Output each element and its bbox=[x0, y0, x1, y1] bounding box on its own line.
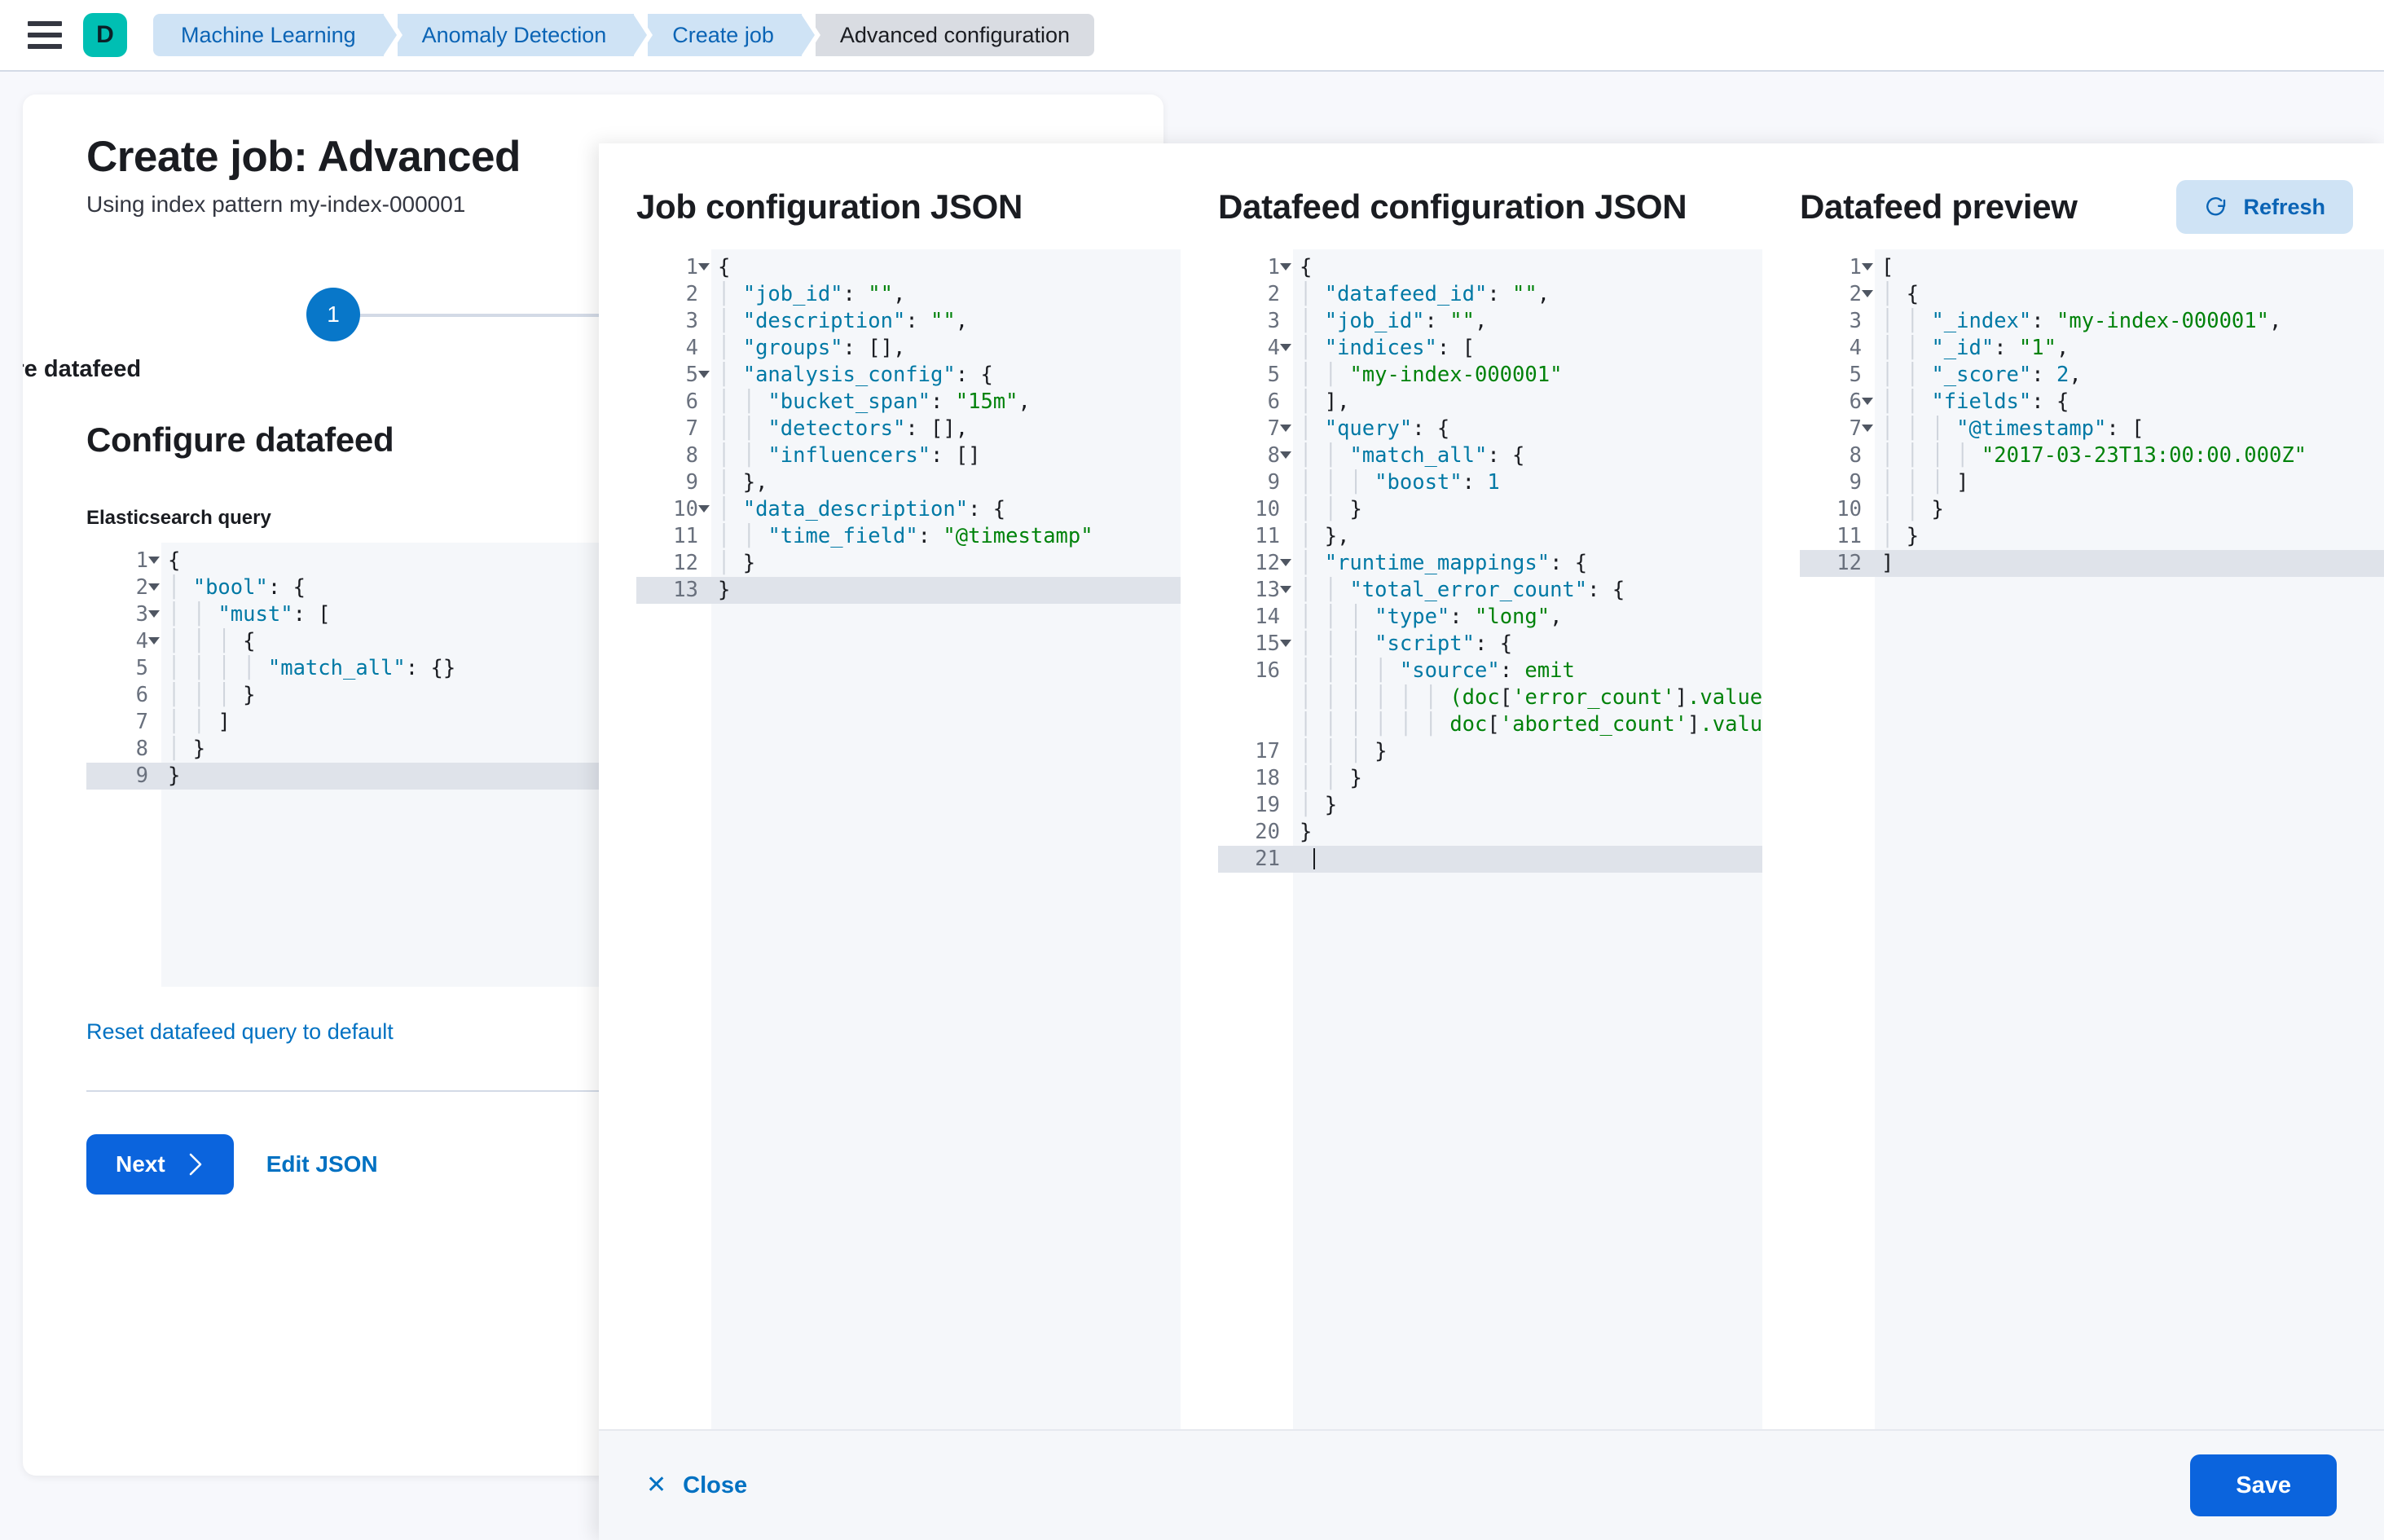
refresh-button[interactable]: Refresh bbox=[2176, 180, 2353, 234]
top-navigation-bar: D Machine Learning Anomaly Detection Cre… bbox=[0, 0, 2384, 72]
datafeed-configuration-json-title: Datafeed configuration JSON bbox=[1218, 187, 1687, 226]
editor-code-area[interactable]: {│ "datafeed_id": "",│ "job_id": "",│ "i… bbox=[1293, 249, 1762, 1429]
divider bbox=[86, 1090, 1100, 1092]
page-title: Create job: Advanced bbox=[86, 133, 521, 181]
save-button[interactable]: Save bbox=[2190, 1454, 2337, 1516]
breadcrumb-item-anomaly-detection[interactable]: Anomaly Detection bbox=[397, 14, 653, 56]
close-button-label: Close bbox=[683, 1472, 748, 1498]
page-body: Create job: Advanced Using index pattern… bbox=[0, 72, 2384, 1540]
space-avatar-logo[interactable]: D bbox=[83, 13, 127, 57]
edit-json-button[interactable]: Edit JSON bbox=[266, 1151, 378, 1177]
breadcrumb-item-create-job[interactable]: Create job bbox=[648, 14, 820, 56]
breadcrumb-item-machine-learning[interactable]: Machine Learning bbox=[153, 14, 402, 56]
editor-code-area[interactable]: {│ "job_id": "",│ "description": "",│ "g… bbox=[711, 249, 1181, 1429]
next-button[interactable]: Next bbox=[86, 1134, 234, 1195]
wizard-button-row: Next Edit JSON bbox=[86, 1134, 1100, 1195]
reset-datafeed-query-link[interactable]: Reset datafeed query to default bbox=[86, 1019, 394, 1044]
chevron-right-icon bbox=[189, 1153, 202, 1176]
breadcrumb-item-advanced-configuration[interactable]: Advanced configuration bbox=[815, 14, 1095, 56]
hamburger-menu-icon[interactable] bbox=[28, 21, 62, 49]
flyout-footer: ✕ Close Save bbox=[599, 1429, 2384, 1540]
close-x-icon: ✕ bbox=[646, 1472, 667, 1498]
job-configuration-json-title: Job configuration JSON bbox=[636, 187, 1023, 226]
page-subtitle: Using index pattern my-index-000001 bbox=[86, 191, 466, 217]
close-button[interactable]: ✕ Close bbox=[646, 1472, 747, 1499]
section-title-configure-datafeed: Configure datafeed bbox=[86, 420, 394, 459]
refresh-icon bbox=[2206, 197, 2226, 216]
breadcrumb: Machine Learning Anomaly Detection Creat… bbox=[153, 14, 1095, 56]
datafeed-preview-title: Datafeed preview bbox=[1800, 187, 2078, 226]
datafeed-configuration-json-header: Datafeed configuration JSON bbox=[1181, 173, 1762, 241]
elasticsearch-query-label: Elasticsearch query bbox=[86, 507, 271, 529]
editor-code-area[interactable]: [│ {│ │ "_index": "my-index-000001",│ │ … bbox=[1875, 249, 2384, 1429]
datafeed-preview-header: Datafeed preview Refresh bbox=[1762, 173, 2384, 241]
next-button-label: Next bbox=[116, 1151, 165, 1177]
job-configuration-json-header: Job configuration JSON bbox=[599, 173, 1181, 241]
refresh-button-label: Refresh bbox=[2243, 194, 2325, 219]
wizard-step-1-circle[interactable]: 1 bbox=[306, 288, 360, 341]
wizard-step-1-label: Configure datafeed bbox=[23, 356, 142, 382]
